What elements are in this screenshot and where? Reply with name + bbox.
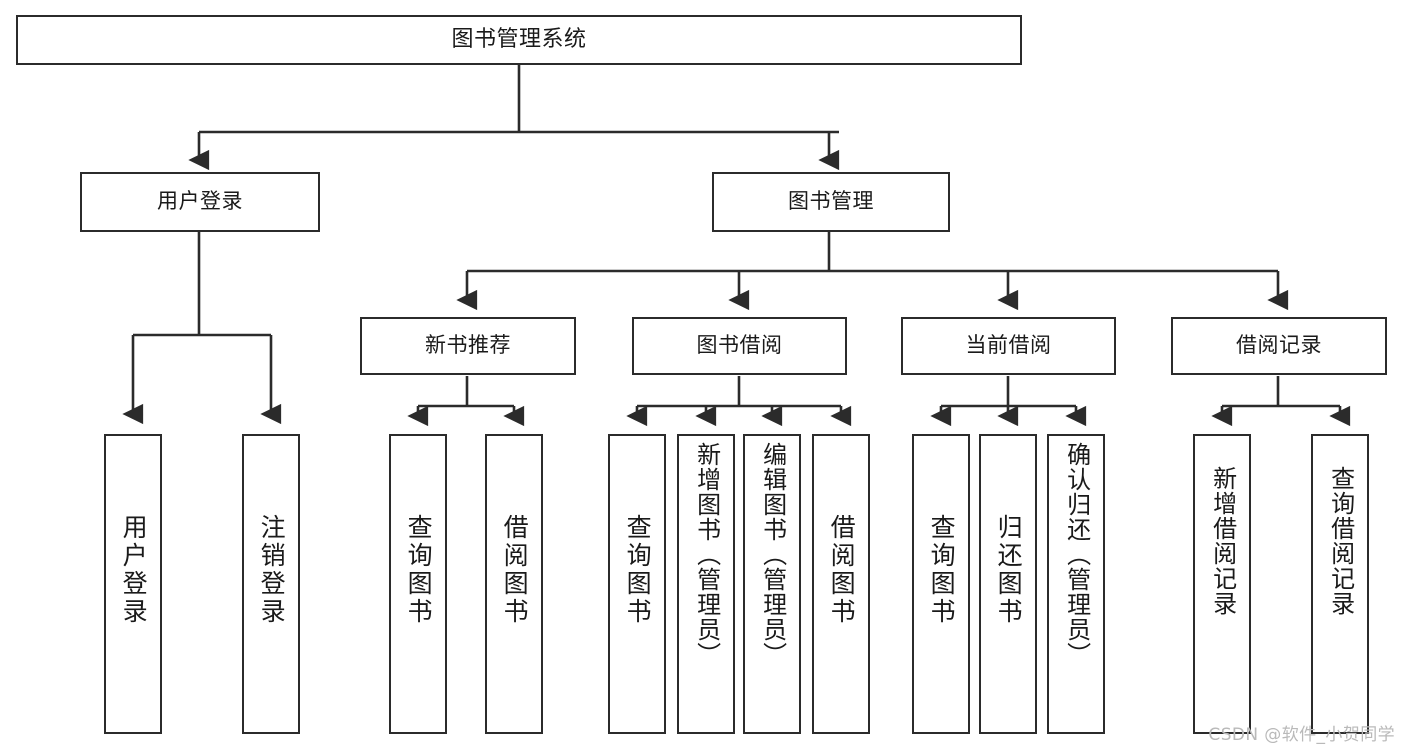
node-current-borrow[interactable]: 当前借阅 bbox=[901, 317, 1116, 375]
leaf-borrow-book-1[interactable]: 借阅图书 bbox=[485, 434, 543, 734]
node-root-label: 图书管理系统 bbox=[451, 26, 587, 52]
leaf-query-book-1-label: 查询图书 bbox=[404, 514, 434, 626]
leaf-edit-book-label: 编辑图书（管理员） bbox=[758, 442, 787, 667]
node-new-book-rec[interactable]: 新书推荐 bbox=[360, 317, 576, 375]
node-user-login[interactable]: 用户登录 bbox=[80, 172, 320, 232]
leaf-borrow-book-1-label: 借阅图书 bbox=[500, 514, 530, 626]
node-current-borrow-label: 当前借阅 bbox=[965, 333, 1052, 358]
csdn-watermark: CSDN @软件_小贺同学 bbox=[1208, 725, 1395, 745]
node-borrow-record[interactable]: 借阅记录 bbox=[1171, 317, 1387, 375]
node-book-manage[interactable]: 图书管理 bbox=[712, 172, 950, 232]
node-root[interactable]: 图书管理系统 bbox=[16, 15, 1022, 65]
leaf-user-logout-label: 注销登录 bbox=[257, 514, 287, 626]
leaf-query-record[interactable]: 查询借阅记录 bbox=[1311, 434, 1369, 734]
node-new-book-rec-label: 新书推荐 bbox=[425, 333, 511, 358]
leaf-query-book-2[interactable]: 查询图书 bbox=[608, 434, 666, 734]
leaf-return-book[interactable]: 归还图书 bbox=[979, 434, 1037, 734]
leaf-query-book-3[interactable]: 查询图书 bbox=[912, 434, 970, 734]
leaf-borrow-book-2[interactable]: 借阅图书 bbox=[812, 434, 870, 734]
leaf-query-book-3-label: 查询图书 bbox=[927, 514, 957, 626]
node-user-login-label: 用户登录 bbox=[157, 189, 243, 214]
node-borrow-record-label: 借阅记录 bbox=[1236, 333, 1322, 358]
leaf-query-book-2-label: 查询图书 bbox=[623, 514, 653, 626]
leaf-add-book-label: 新增图书（管理员） bbox=[692, 442, 721, 667]
leaf-borrow-book-2-label: 借阅图书 bbox=[827, 514, 857, 626]
leaf-add-book[interactable]: 新增图书（管理员） bbox=[677, 434, 735, 734]
leaf-edit-book[interactable]: 编辑图书（管理员） bbox=[743, 434, 801, 734]
leaf-query-book-1[interactable]: 查询图书 bbox=[389, 434, 447, 734]
leaf-confirm-return[interactable]: 确认归还（管理员） bbox=[1047, 434, 1105, 734]
node-book-borrow-label: 图书借阅 bbox=[696, 333, 783, 358]
leaf-add-record[interactable]: 新增借阅记录 bbox=[1193, 434, 1251, 734]
leaf-user-logout[interactable]: 注销登录 bbox=[242, 434, 300, 734]
leaf-user-login[interactable]: 用户登录 bbox=[104, 434, 162, 734]
leaf-query-record-label: 查询借阅记录 bbox=[1326, 466, 1355, 616]
leaf-user-login-label: 用户登录 bbox=[119, 514, 149, 626]
node-book-borrow[interactable]: 图书借阅 bbox=[632, 317, 847, 375]
leaf-confirm-return-label: 确认归还（管理员） bbox=[1062, 442, 1091, 667]
leaf-add-record-label: 新增借阅记录 bbox=[1208, 466, 1237, 616]
node-book-manage-label: 图书管理 bbox=[788, 189, 874, 214]
leaf-return-book-label: 归还图书 bbox=[994, 514, 1024, 626]
